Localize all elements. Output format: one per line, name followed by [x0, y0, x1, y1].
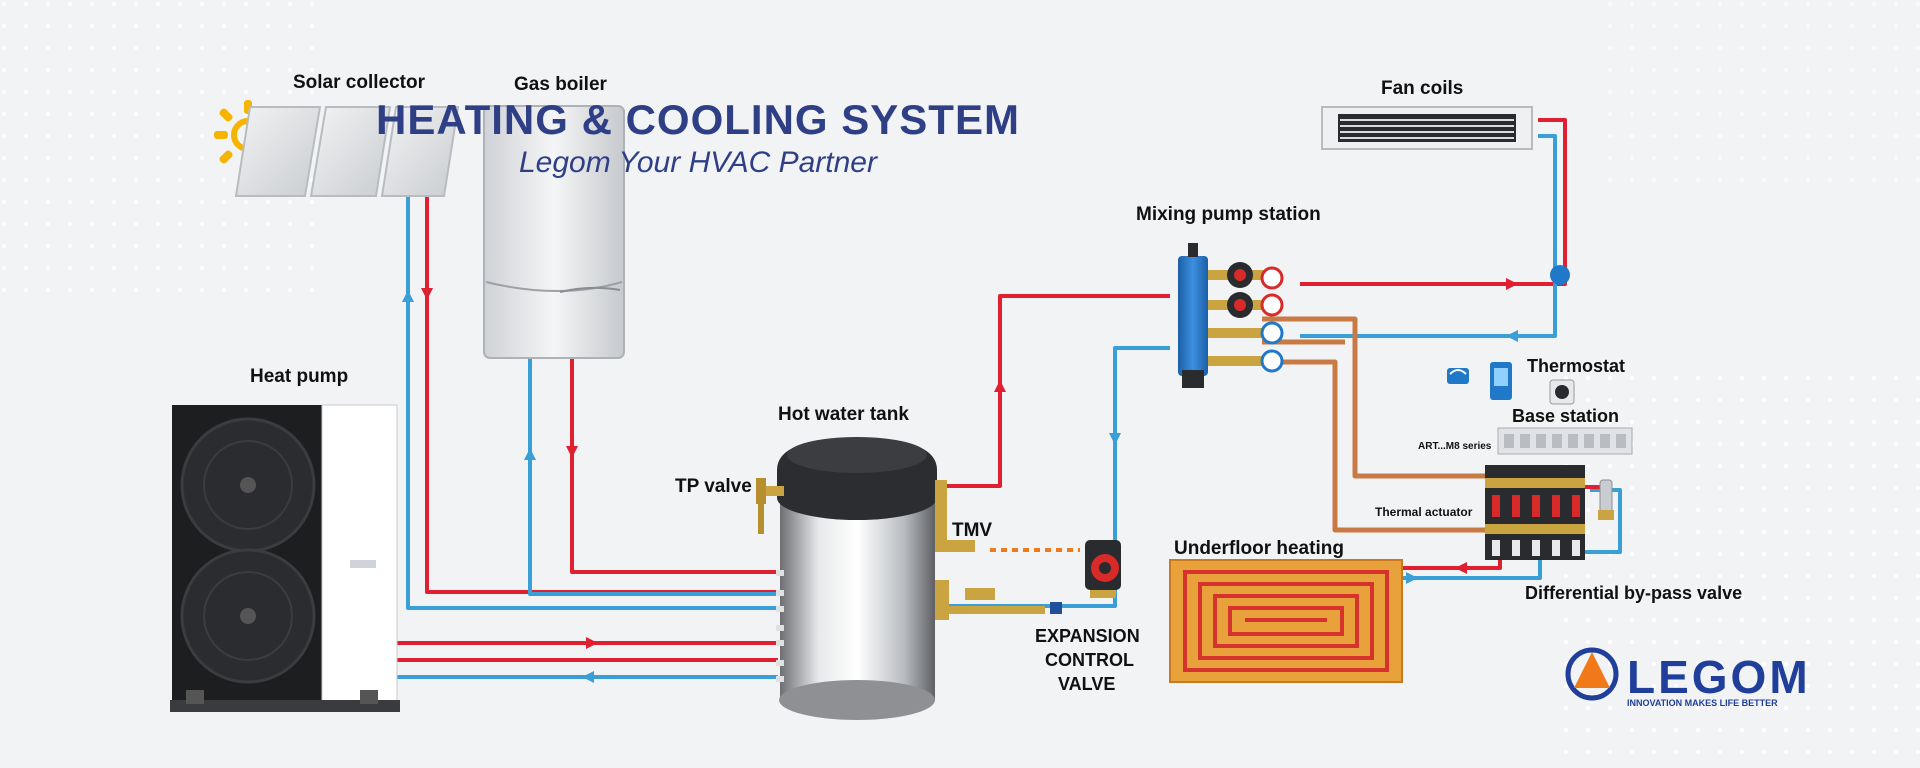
- underfloor-supply-pipe: [1400, 560, 1502, 570]
- expansion-control-valve: [990, 540, 1121, 614]
- label-fan-coils: Fan coils: [1381, 78, 1464, 99]
- logo-wordmark: LEGOM: [1627, 651, 1811, 703]
- background-dots-top-right: [1600, 0, 1920, 200]
- solar-return-pipe: [406, 195, 778, 610]
- boiler-return-pipe: [528, 358, 778, 596]
- label-bypass-valve: Differential by-pass valve: [1525, 583, 1743, 603]
- legom-logo: LEGOM INNOVATION MAKES LIFE BETTER: [1555, 648, 1835, 708]
- hot-water-tank-unit: [776, 437, 937, 720]
- mixing-pump-station-unit: [1178, 243, 1284, 388]
- copper-pipe-1: [1262, 316, 1485, 479]
- fancoil-junction: [1550, 265, 1570, 285]
- base-station-unit: [1497, 427, 1633, 455]
- gas-boiler-unit: [483, 105, 625, 359]
- tank-to-station-supply-pipe: [940, 294, 1170, 488]
- legom-logo-icon: [1565, 647, 1619, 701]
- label-tmv: TMV: [952, 520, 993, 541]
- label-underfloor-heating: Underfloor heating: [1174, 538, 1344, 559]
- tmv-fitting: [935, 480, 1045, 620]
- label-expansion-1: EXPANSION: [1035, 626, 1140, 646]
- label-base-station: Base station: [1512, 406, 1620, 426]
- label-gas-boiler: Gas boiler: [514, 74, 607, 95]
- station-to-tank-return-pipe: [1113, 346, 1170, 528]
- label-hot-water-tank: Hot water tank: [778, 404, 909, 425]
- label-art-series: ART...M8 series: [1418, 441, 1492, 452]
- label-thermal-actuator: Thermal actuator: [1375, 505, 1473, 519]
- label-heat-pump: Heat pump: [250, 366, 349, 387]
- flow-arrows: [402, 278, 1518, 683]
- tp-valve: [756, 478, 784, 534]
- underfloor-return-pipe: [1400, 560, 1542, 580]
- underfloor-manifold: [1485, 465, 1585, 560]
- boiler-supply-pipe: [570, 358, 778, 574]
- label-expansion-2: CONTROL: [1045, 650, 1134, 670]
- page-subtitle: Legom Your HVAC Partner: [519, 146, 877, 179]
- copper-pipe-2: [1262, 359, 1485, 533]
- label-mixing-pump-station: Mixing pump station: [1136, 204, 1321, 225]
- bypass-valve: [1598, 479, 1614, 520]
- heat-pump-unit: [170, 404, 400, 712]
- label-thermostat: Thermostat: [1527, 356, 1626, 376]
- underfloor-heating-panel: [1169, 559, 1403, 683]
- page-title: HEATING & COOLING SYSTEM: [376, 96, 1020, 143]
- label-tp-valve: TP valve: [675, 476, 752, 497]
- solar-collector-unit: [214, 100, 460, 197]
- label-expansion-3: VALVE: [1058, 674, 1116, 694]
- logo-tagline: INNOVATION MAKES LIFE BETTER: [1627, 698, 1778, 708]
- wifi-icon: [1447, 368, 1469, 384]
- thermostat-knob: [1549, 379, 1575, 405]
- fancoil-supply-pipe: [1300, 118, 1567, 286]
- thermostat-display: [1490, 362, 1512, 400]
- label-solar-collector: Solar collector: [293, 72, 425, 93]
- fan-coils-unit: [1321, 106, 1533, 150]
- fancoil-return-pipe: [1300, 134, 1557, 338]
